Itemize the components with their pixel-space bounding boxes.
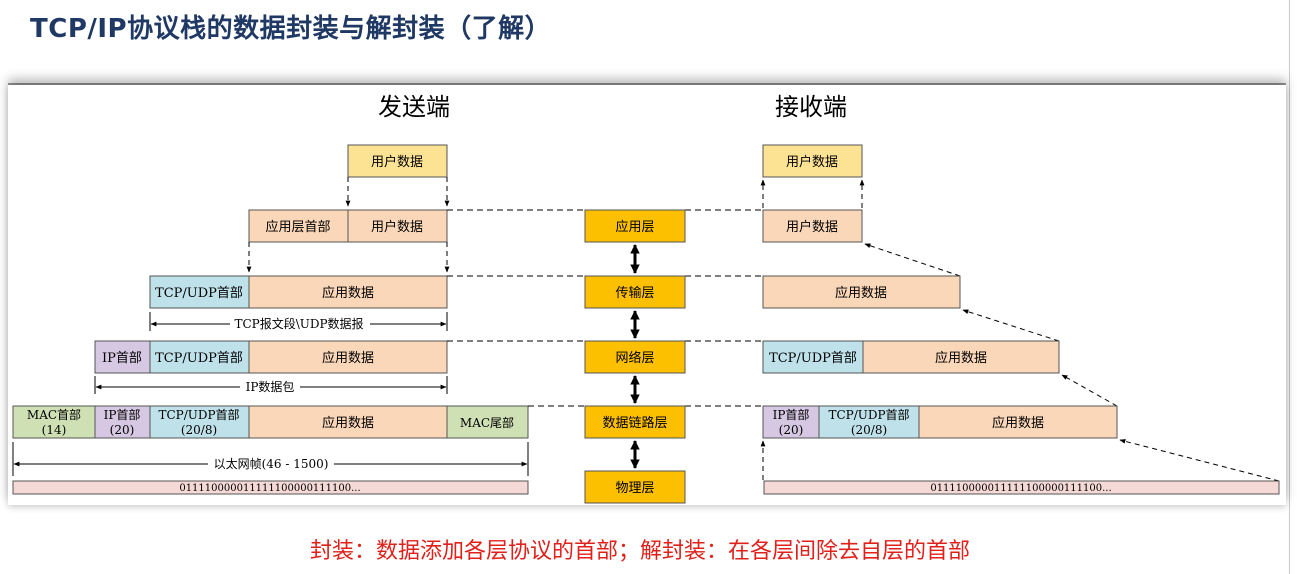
receiver-row5-tcp-header-label: TCP/UDP首部: [828, 407, 909, 422]
receiver-diag-4: [1061, 374, 1118, 407]
page-title: TCP/IP协议栈的数据封装与解封装（了解）: [30, 14, 552, 44]
sender-row5-app-data-label: 应用数据: [322, 415, 374, 431]
sender-frame-label: 以太网帧(46 - 1500): [214, 456, 329, 471]
layer-datalink-label: 数据链路层: [602, 415, 667, 431]
layer-datalink-box: [584, 405, 686, 439]
receiver-row5-ip-header-size: (20): [779, 423, 804, 437]
sender-row3-tcp-header-label: TCP/UDP首部: [155, 286, 243, 301]
receiver-row2-user-data-box: [762, 209, 863, 243]
sender-row1-user-data-label: 用户数据: [371, 154, 423, 170]
receiver-diag-5: [1119, 439, 1280, 482]
sender-segment-label: TCP报文段\UDP数据报: [234, 316, 363, 331]
sender-row5-mac-trailer-label: MAC尾部: [460, 415, 514, 430]
receiver-row5-ip-header-box: [762, 405, 820, 439]
sender-row5-tcp-header-label: TCP/UDP首部: [158, 407, 239, 422]
layer-application-label: 应用层: [615, 219, 654, 235]
sender-row2-app-header-box: [248, 209, 349, 243]
layer-network-box: [584, 340, 686, 374]
sender-row5-tcp-header-size: (20/8): [181, 423, 217, 437]
receiver-diag-3: [962, 309, 1060, 342]
sender-row5-mac-header-label: MAC首部: [27, 407, 81, 422]
receiver-row2-user-data-label: 用户数据: [786, 219, 838, 235]
receiver-row1-user-data-box: [762, 144, 863, 178]
receiver-row5-app-data-box: [918, 405, 1118, 439]
sender-packet-label: IP数据包: [246, 379, 295, 394]
receiver-row4-app-data-box: [862, 340, 1060, 374]
sender-bits-box: [12, 480, 529, 495]
sender-row4-ip-header-label: IP首部: [102, 351, 142, 366]
layer-transport-label: 传输层: [615, 285, 654, 301]
sender-row5-app-data-box: [248, 405, 448, 439]
sender-row4-tcp-header-label: TCP/UDP首部: [155, 351, 243, 366]
sender-row5-mac-header-box: [12, 405, 96, 439]
sender-row3-app-data-label: 应用数据: [322, 285, 374, 301]
sender-row2-user-data-box: [347, 209, 448, 243]
sender-row4-app-data-label: 应用数据: [322, 350, 374, 366]
receiver-row5-app-data-label: 应用数据: [992, 415, 1044, 431]
layer-physical-label: 物理层: [615, 481, 654, 496]
receiver-bits-label: 011110000011111100000111100...: [930, 483, 1111, 494]
footer-caption: 封装：数据添加各层协议的首部；解封装：在各层间除去自层的首部: [309, 539, 970, 564]
layer-transport-box: [584, 275, 686, 309]
receiver-heading: 接收端: [775, 93, 847, 121]
layer-physical-box: [584, 470, 686, 504]
sender-bits-label: 011110000011111100000111100...: [179, 483, 360, 494]
sender-row5-tcp-header-box: [149, 405, 250, 439]
page-edge-line: [1289, 0, 1290, 574]
receiver-diag-2: [864, 243, 961, 277]
receiver-bits-box: [763, 480, 1280, 495]
sender-row5-ip-header-size: (20): [110, 423, 135, 437]
receiver-row4-app-data-label: 应用数据: [935, 350, 987, 366]
receiver-row3-app-data-label: 应用数据: [835, 285, 887, 301]
layer-application-box: [584, 209, 686, 243]
receiver-row3-app-data-box: [762, 275, 961, 309]
receiver-row1-user-data-label: 用户数据: [786, 154, 838, 170]
sender-row1-user-data-box: [347, 144, 448, 178]
sender-row2-app-header-label: 应用层首部: [265, 219, 330, 235]
sender-row4-tcp-header-box: [149, 340, 250, 374]
receiver-row4-tcp-header-label: TCP/UDP首部: [769, 351, 857, 366]
receiver-row4-tcp-header-box: [762, 340, 864, 374]
sender-heading: 发送端: [378, 93, 450, 121]
sender-row3-app-data-box: [248, 275, 448, 309]
sender-row4-app-data-box: [248, 340, 448, 374]
sender-row5-ip-header-label: IP首部: [104, 407, 141, 422]
receiver-row5-tcp-header-size: (20/8): [851, 423, 887, 437]
receiver-row5-ip-header-label: IP首部: [773, 407, 810, 422]
sender-row5-mac-trailer-box: [446, 405, 529, 439]
sender-row5-mac-header-size: (14): [42, 423, 67, 437]
layer-network-label: 网络层: [615, 350, 654, 366]
sender-row5-ip-header-box: [94, 405, 151, 439]
sender-row4-ip-header-box: [94, 340, 151, 374]
sender-row2-user-data-label: 用户数据: [371, 219, 423, 235]
